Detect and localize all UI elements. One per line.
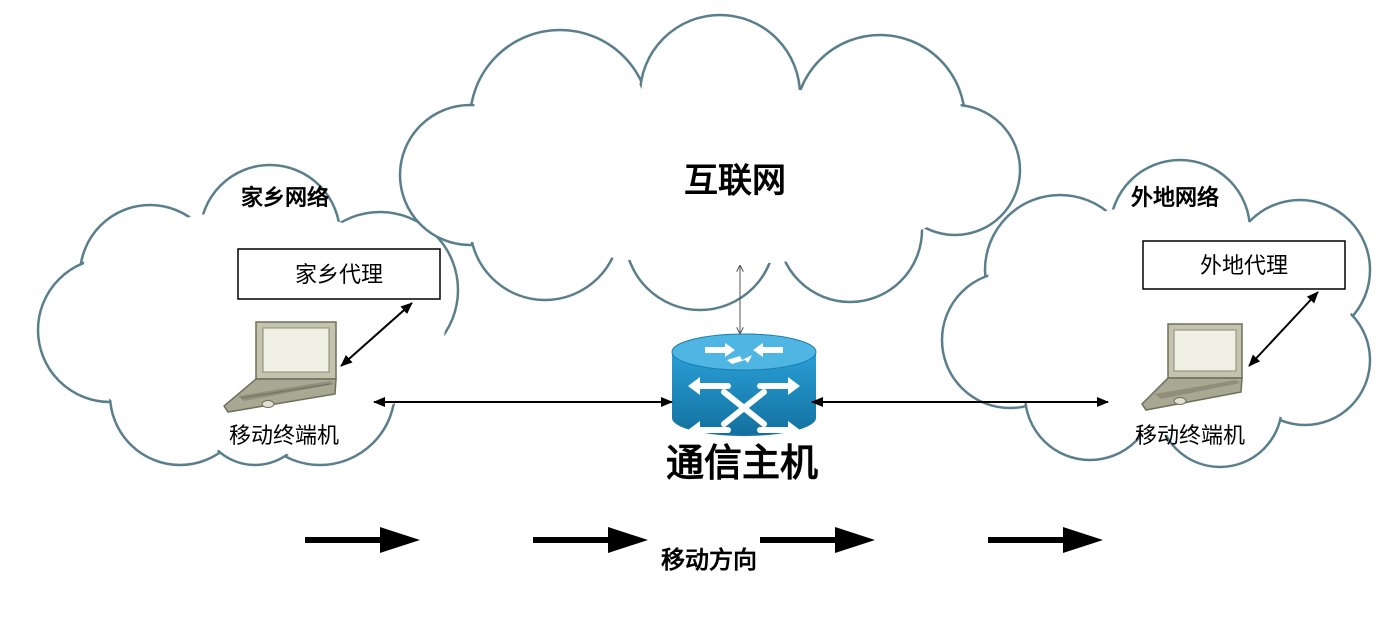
foreign-agent-label: 外地代理 [1200, 254, 1288, 279]
home-agent-link-arrow [340, 302, 413, 367]
home-network-title: 家乡网络 [241, 185, 329, 211]
home-agent-box [237, 248, 441, 300]
movement-arrow-4 [988, 527, 1103, 553]
foreign-network-title: 外地网络 [1131, 185, 1219, 211]
foreign-laptop-icon [1141, 323, 1243, 411]
foreign-terminal-label: 移动终端机 [1135, 424, 1245, 449]
movement-arrow-2 [533, 527, 648, 553]
home-agent-label: 家乡代理 [295, 263, 383, 288]
home-laptop-icon [223, 321, 337, 413]
internet-cloud [398, 13, 1022, 312]
foreign-agent-box [1142, 240, 1346, 290]
foreign-agent-link-arrow [1248, 291, 1319, 367]
home-terminal-label: 移动终端机 [229, 424, 339, 449]
host-label: 通信主机 [666, 441, 818, 485]
movement-arrow-3 [760, 527, 875, 553]
internet-title: 互联网 [684, 161, 786, 201]
router-icon [671, 333, 817, 439]
movement-arrow-1 [305, 527, 420, 553]
movement-direction-label: 移动方向 [661, 546, 757, 574]
